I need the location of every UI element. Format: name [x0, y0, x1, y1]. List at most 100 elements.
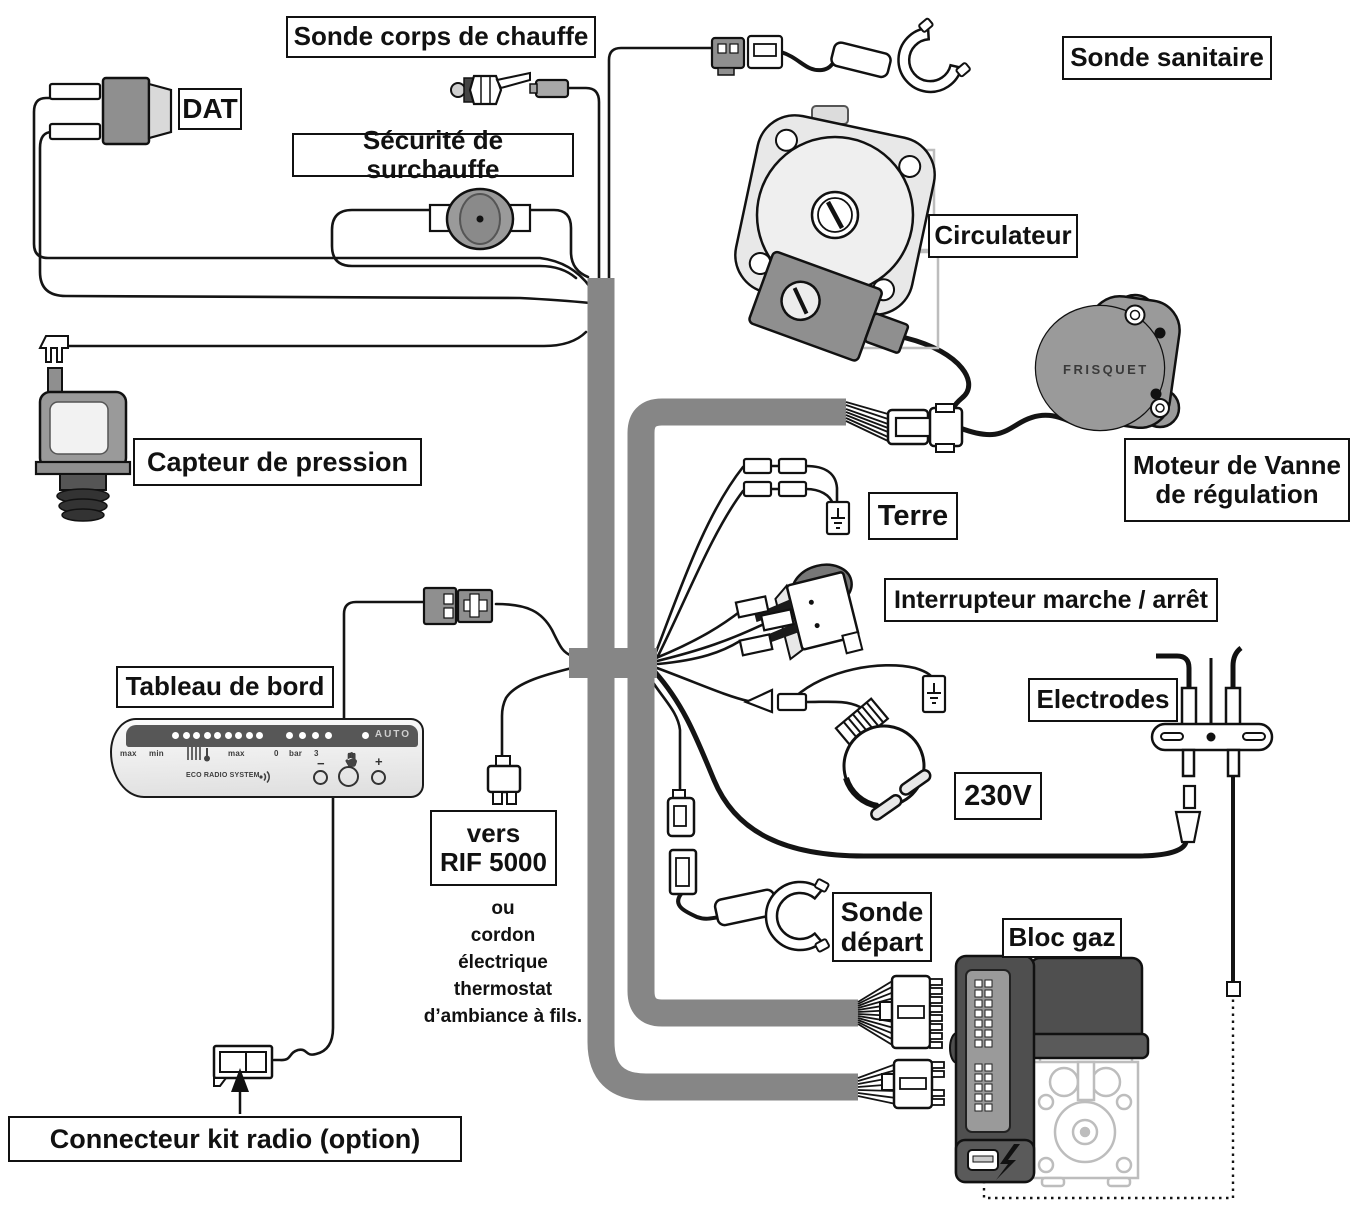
minus-button: [313, 770, 328, 785]
led-dot: [245, 732, 253, 739]
label-capteur-pression: Capteur de pression: [133, 438, 422, 486]
electrodes-assembly: [1150, 646, 1274, 844]
trunk-branch: [627, 398, 858, 1027]
panel-scale-0: 0: [274, 749, 279, 758]
wire-panel-top: [342, 600, 426, 724]
led-dot: [325, 732, 332, 739]
ground-icon: [825, 500, 851, 536]
ground-icon-230v: [921, 674, 947, 714]
dashed-blocgaz-to-electrode: [982, 996, 1235, 1200]
led-dot: [256, 732, 263, 739]
wire-corps-sensor: [566, 86, 601, 280]
label-kit-radio: Connecteur kit radio (option): [8, 1116, 462, 1162]
rif-connector: [486, 755, 522, 805]
wire-switch-a: [654, 608, 744, 660]
control-panel: AUTO max min max 0 bar 3 ECO RADIO SYSTE…: [110, 718, 424, 798]
radio-kit-connector: [212, 1044, 274, 1087]
panel-gray-connector: [422, 586, 494, 626]
spark-inline-connector: [1226, 981, 1241, 997]
securite-surchauffe-disc: [428, 187, 532, 251]
panel-max-left: max: [120, 749, 137, 758]
led-dot: [299, 732, 306, 739]
label-securite: Sécurité de surchauffe: [292, 125, 574, 184]
wire-set: [32, 46, 936, 1062]
label-sonde-sanitaire: Sonde sanitaire: [1062, 36, 1272, 80]
wire-switch-c: [656, 639, 742, 666]
gas-valve-ghost: [1030, 1048, 1140, 1188]
label-terre: Terre: [868, 492, 958, 540]
gas-block: [949, 954, 1150, 1188]
cable-motor: [957, 412, 1079, 438]
motor-brand-text: FRISQUET: [1063, 362, 1149, 377]
terre-terminals: [742, 457, 851, 536]
label-rif-5000: vers RIF 5000: [430, 810, 557, 886]
label-moteur-vanne: Moteur de Vanne de régulation: [1124, 438, 1350, 522]
hand-icon: [345, 752, 357, 767]
led-dot: [172, 732, 179, 739]
wire-junction-to-rif: [500, 666, 574, 762]
led-dot: [214, 732, 221, 739]
radio-waves-icon: [259, 770, 270, 784]
arrow-up-icon: [231, 1068, 249, 1114]
dat-connector: [48, 76, 173, 146]
panel-scale-bar: bar: [289, 749, 303, 758]
valve-motor: FRISQUET: [1034, 293, 1181, 432]
wire-connector-to-junction: [494, 602, 574, 658]
trunk-main: [587, 278, 858, 1101]
label-interrupteur: Interrupteur marche / arrêt: [884, 578, 1218, 622]
auto-label: AUTO: [374, 729, 411, 740]
switch-spade-lugs: [734, 595, 795, 657]
label-dat: DAT: [178, 88, 242, 130]
wire-panel-bottom: [272, 796, 335, 1062]
label-electrodes: Electrodes: [1028, 678, 1178, 722]
panel-min: min: [149, 749, 164, 758]
wire-dat-upper: [32, 96, 592, 289]
panel-scale-3: 3: [314, 749, 319, 758]
blocgaz-lower-connector: [881, 1058, 945, 1110]
label-bloc-gaz: Bloc gaz: [1002, 918, 1122, 958]
wire-securite-loop: [330, 208, 578, 280]
wire-terre-b: [656, 489, 745, 658]
label-sonde-depart: Sonde départ: [832, 892, 932, 962]
eco-radio-system-label: ECO RADIO SYSTEM: [186, 772, 260, 779]
sanitaire-clip: [897, 17, 971, 94]
wire-230v: [655, 666, 750, 703]
panel-led-strip: AUTO: [126, 725, 418, 747]
label-tableau-de-bord: Tableau de bord: [116, 666, 334, 708]
dashed-spark-lines: [982, 996, 1235, 1200]
plus-label: +: [375, 754, 383, 769]
sonde-depart-assembly: [666, 789, 830, 953]
led-manual: [362, 732, 369, 739]
led-dot: [203, 732, 211, 739]
led-dot: [224, 732, 232, 739]
radiator-thermometer-icon: [187, 747, 210, 762]
led-group-temperature: [172, 732, 263, 739]
led-group-pressure: [286, 732, 332, 739]
led-dot: [193, 732, 200, 739]
trunk-junction: [569, 648, 657, 678]
wire-230v-2: [804, 700, 862, 709]
cable-ignition: [652, 669, 1189, 859]
hand-button: [338, 766, 359, 787]
harness-trunks: [587, 278, 858, 1101]
wire-230v-ground: [793, 664, 936, 699]
wire-pressure-sensor: [62, 330, 588, 348]
lightning-icon: [996, 1144, 1020, 1180]
plus-button: [371, 770, 386, 785]
sonde-corps-probe: [450, 71, 570, 106]
label-circulateur: Circulateur: [928, 214, 1078, 258]
led-dot: [312, 732, 319, 739]
led-dot: [286, 732, 293, 739]
panel-max-mid: max: [228, 749, 245, 758]
pin-grid-lower: [974, 1063, 993, 1112]
minus-label: −: [317, 756, 325, 771]
pressure-sensor: [34, 335, 132, 522]
pump-junction-box: [748, 250, 910, 362]
wire-switch-b: [655, 622, 766, 663]
led-dot: [182, 732, 190, 739]
depart-clip: [764, 878, 830, 953]
rif-note: ou cordon électrique thermostat d’ambian…: [423, 898, 583, 1027]
power-switch: [734, 563, 864, 661]
